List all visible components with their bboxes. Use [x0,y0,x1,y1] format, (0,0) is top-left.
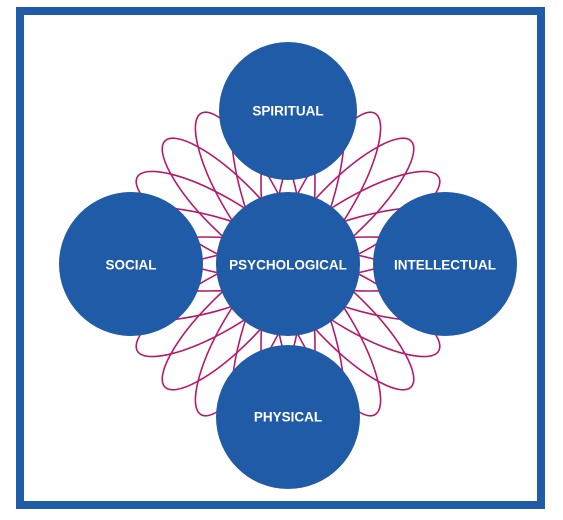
label-psychological: PSYCHOLOGICAL [229,258,347,273]
circle-spiritual [219,42,357,180]
label-social: SOCIAL [105,258,156,273]
label-intellectual: INTELLECTUAL [394,258,496,273]
circle-physical [216,345,360,489]
circle-intellectual [373,192,517,336]
label-spiritual: SPIRITUAL [252,104,323,119]
label-physical: PHYSICAL [254,410,322,425]
circle-psychological [216,192,360,336]
circle-social [59,192,203,336]
